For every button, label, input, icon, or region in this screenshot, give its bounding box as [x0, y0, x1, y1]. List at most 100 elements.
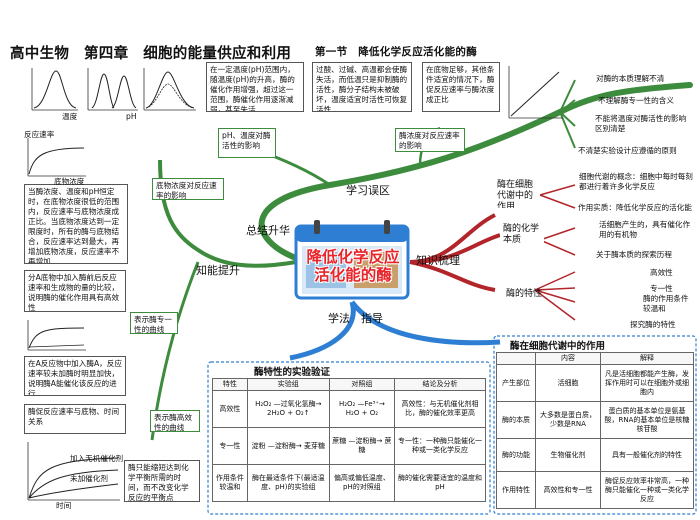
- table-cell: H₂O₂ —Fe³⁺→ H₂O + O₂: [328, 390, 395, 428]
- table-cell: 专一性: [212, 427, 248, 465]
- branch-summary: 总结升华: [246, 224, 290, 237]
- red-branch-main: [409, 213, 501, 292]
- property-item-1: 高效性: [650, 268, 673, 277]
- table-cell: 酶的催化需要适宜的温度和pH: [393, 464, 487, 502]
- role-title: 酶在细胞代谢中的作用: [494, 178, 540, 208]
- col-header: 对照组: [328, 378, 395, 391]
- rate-axis-label: 反应速率: [24, 130, 55, 139]
- branch-method: 学法 指导: [328, 312, 383, 325]
- temp-axis-label: 温度: [62, 112, 78, 121]
- col-header: [496, 352, 536, 365]
- table-cell: 产生部位: [496, 364, 536, 402]
- property-item-3: 酶的作用条件较温和: [640, 292, 696, 316]
- substrate-axis-label: 底物浓度: [54, 177, 85, 186]
- table-cell: 作用条件较温和: [212, 464, 248, 502]
- table-cell: 淀粉 —淀粉酶→ 麦芽糖: [246, 427, 330, 465]
- specificity-curve-label: 表示酶专一性的曲线: [130, 312, 178, 334]
- nature-item-1: 活细胞产生的，具有催化作用的有机物: [596, 218, 696, 240]
- experiment-panel-title: 酶特性的实验验证: [254, 367, 331, 378]
- table-cell: 大多数是蛋白质，少数是RNA: [535, 401, 601, 439]
- table-row: 酶的功能 生物催化剂 具有一般催化剂的特性: [496, 438, 694, 472]
- table-row: 高效性 H₂O₂ —过氧化氢酶→ 2H₂O + O₂↑ H₂O₂ —Fe³⁺→ …: [212, 390, 487, 428]
- calendar-card-icon: [294, 220, 410, 300]
- nature-item-2: 关于酶本质的探索历程: [596, 250, 672, 259]
- efficiency-graph: [27, 442, 120, 501]
- blue-branch-main: [289, 300, 501, 361]
- role-item-1: 细胞代谢的概念：细胞中每时每刻都进行着许多化学反应: [576, 170, 696, 192]
- temperature-graph: [31, 68, 78, 111]
- mistake-2: 不理解酶专一性的含义: [598, 96, 674, 105]
- table-cell: 蛋白质的基本单位是氨基酸，RNA的基本单位是核糖核苷酸: [600, 401, 694, 439]
- table-cell: 生物催化剂: [535, 438, 601, 472]
- role-panel-frame: [493, 335, 697, 515]
- time-relation-note: 酶促反应速率与底物、时间关系: [24, 404, 126, 434]
- table-row: 产生部位 活细胞 凡是活细胞都能产生酶，发挥作用时可以在细胞外或细胞内: [496, 364, 694, 402]
- mistake-1: 对酶的本质理解不清: [596, 74, 665, 83]
- substrate-effect-box: 底物浓度对反应速率的影响: [152, 178, 224, 200]
- table-cell: 专一性：一种酶只能催化一种或一类化学反应: [393, 427, 487, 465]
- property-item-4: 探究酶的特性: [630, 320, 676, 329]
- ph-temperature-box: pH、温度对酶活性的影响: [218, 128, 276, 158]
- substrate-graph: [27, 138, 86, 177]
- property-item-2: 专一性: [650, 284, 673, 293]
- table-cell: 偏高或偏低温度、pH的对照组: [328, 464, 395, 502]
- table-row: 作用特性 高效性和专一性 酶促反应效率非常高，一种酶只能催化一种或一类化学反应: [496, 471, 694, 509]
- table-cell: 酶的本质: [496, 401, 536, 439]
- table-cell: 高效性：与无机催化剂相比，酶的催化效率更高: [393, 390, 487, 428]
- table-cell: 酶促反应效率非常高，一种酶只能催化一种或一类化学反应: [600, 471, 694, 509]
- enzyme-concentration-graph: [508, 66, 563, 119]
- branch-learning: 学习误区: [346, 184, 390, 197]
- temperature-note: 在一定温度(pH)范围内，随温度(pH)的升高，酶的催化作用增强，超过这一范围，…: [206, 62, 304, 112]
- substrate-explanation: 当酶浓度、温度和pH恒定时，在底物浓度很低的范围内，反应速率与底物浓度成正比。当…: [24, 184, 128, 264]
- center-topic: 降低化学反应活化能的酶: [306, 248, 400, 284]
- branch-ability: 知能提升: [196, 264, 240, 277]
- table-cell: 酶在最适条件下(最适温度、pH)的实验组: [246, 464, 330, 502]
- table-cell: 凡是活细胞都能产生酶，发挥作用时可以在细胞外或细胞内: [600, 364, 694, 402]
- table-cell: H₂O₂ —过氧化氢酶→ 2H₂O + O₂↑: [246, 390, 330, 428]
- enzyme-concentration-note: 在底物足够，其他条件适宜的情况下，酶促反应速率与酶浓度成正比: [422, 62, 500, 112]
- experiment-table-header: 特性 实验组 对照组 结论及分析: [212, 378, 487, 391]
- specificity-explanation: 在A反应物中加入酶A，反应速率较未加酶时明显加快，说明酶A能催化该反应的进行: [24, 356, 126, 396]
- red-branch-fan: [534, 184, 576, 321]
- branch-knowledge: 知识梳理: [416, 254, 460, 267]
- combined-graph: [143, 68, 196, 111]
- green-branch-main: [258, 82, 693, 261]
- specificity-graph: [27, 320, 86, 351]
- table-cell: 酶的功能: [496, 438, 536, 472]
- table-cell: 蔗糖 —淀粉酶→ 蔗糖: [328, 427, 395, 465]
- col-header: 实验组: [246, 378, 330, 391]
- efficiency-explanation: 分A底物中加入酶前后反应速率和生成物的量的比较，说明酶的催化作用具有高效性: [24, 270, 126, 312]
- col-header: 解释: [600, 352, 694, 365]
- experiment-table: 特性 实验组 对照组 结论及分析 高效性 H₂O₂ —过氧化氢酶→ 2H₂O +…: [212, 378, 487, 502]
- table-cell: 高效性: [212, 390, 248, 428]
- table-cell: 活细胞: [535, 364, 601, 402]
- experiment-panel-frame: [207, 361, 491, 515]
- catalyst-curve-label: 加入无机催化剂: [70, 454, 124, 463]
- green-branch-right-fan: [559, 79, 576, 149]
- ph-axis-label: pH: [126, 112, 137, 121]
- nature-title: 酶的化学本质: [500, 222, 544, 248]
- table-row: 作用条件较温和 酶在最适条件下(最适温度、pH)的实验组 偏高或偏低温度、pH的…: [212, 464, 487, 502]
- ph-graph: [87, 68, 138, 111]
- role-table-header: 内容 解释: [496, 352, 694, 365]
- col-header: 特性: [212, 378, 248, 391]
- no-catalyst-curve-label: 未加催化剂: [70, 474, 108, 483]
- table-row: 酶的本质 大多数是蛋白质，少数是RNA 蛋白质的基本单位是氨基酸，RNA的基本单…: [496, 401, 694, 439]
- green-branch-left: [158, 159, 297, 268]
- table-cell: 高效性和专一性: [535, 471, 601, 509]
- table-cell: 作用特性: [496, 471, 536, 509]
- role-panel-title: 酶在细胞代谢中的作用: [510, 341, 606, 352]
- role-item-2: 作用实质：降低化学反应的活化能: [578, 203, 692, 212]
- col-header: 内容: [535, 352, 601, 365]
- efficiency-curve-label: 表示酶高效性的曲线: [150, 410, 200, 432]
- table-cell: 具有一般催化剂的特性: [600, 438, 694, 472]
- equilibrium-note: 酶只能缩短达到化学平衡所需的时间，而不改变化学反应的平衡点: [124, 460, 200, 502]
- inactivation-note: 过酸、过碱、高温都会使酶失活，而低温只是抑制酶的活性，酶分子结构未被破坏，温度适…: [312, 62, 412, 112]
- time-axis-label: 时间: [56, 501, 72, 510]
- table-row: 专一性 淀粉 —淀粉酶→ 麦芽糖 蔗糖 —淀粉酶→ 蔗糖 专一性：一种酶只能催化…: [212, 427, 487, 465]
- col-header: 结论及分析: [393, 378, 487, 391]
- property-title: 酶的特性: [506, 289, 543, 299]
- mistake-4: 不清楚实验设计应遵循的原则: [578, 146, 677, 155]
- role-table: 内容 解释 产生部位 活细胞 凡是活细胞都能产生酶，发挥作用时可以在细胞外或细胞…: [496, 352, 694, 509]
